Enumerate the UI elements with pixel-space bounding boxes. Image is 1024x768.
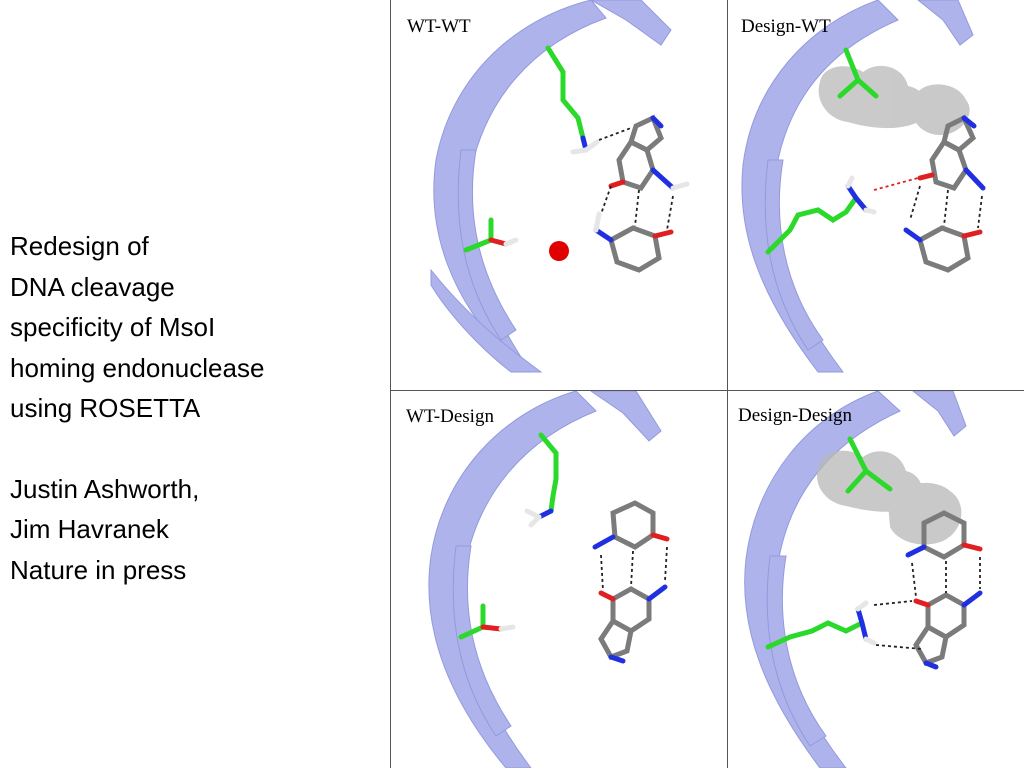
panel-label-wt-design: WT-Design [406,406,494,427]
lysine-sidechain [545,45,600,155]
panel-label-wt-wt: WT-WT [407,16,471,37]
hydrophobic-surface [816,450,962,545]
guanine-base [913,590,983,670]
guanine-base [608,114,690,191]
hydrogen-bonds [873,557,981,650]
clash-bond [873,177,919,191]
figure-grid: WT-WT [390,0,1024,768]
protein-ribbon [428,391,662,768]
cytosine-base [905,510,983,560]
arginine-sidechain [765,175,877,255]
wt-wt-structure [430,0,690,373]
title-line-4: homing endonuclease [10,352,265,383]
protein-ribbon [744,391,967,768]
panel-wt-design: WT-Design [391,391,728,768]
cytosine-base [592,500,670,550]
protein-ribbon [741,0,974,373]
author-1: Justin Ashworth, [10,473,200,504]
title-line-1: Redesign of [10,231,149,261]
wt-design-structure [428,391,670,768]
threonine-sidechain [463,217,519,253]
title-line-5: using ROSETTA [10,393,201,423]
protein-ribbon [430,0,672,373]
valine-sidechain [845,436,893,494]
panel-design-wt: Design-WT [728,0,1024,391]
hydrogen-bonds [600,546,668,592]
cytosine-base [903,225,983,273]
hydrogen-bonds [909,185,983,229]
panel-wt-wt: WT-WT [391,0,728,391]
description-text: Redesign of DNA cleavage specificity of … [10,226,380,590]
lysine-sidechain [524,432,559,528]
water-molecule [549,241,569,261]
publication-status: Nature in press [10,554,187,585]
guanine-base [598,584,668,664]
panel-design-design: Design-Design [728,391,1024,768]
arginine-sidechain [765,600,877,650]
panel-label-design-wt: Design-WT [741,16,831,37]
design-design-structure [744,391,983,768]
author-2: Jim Havranek [10,514,169,544]
design-wt-structure [741,0,986,373]
title-line-2: DNA cleavage [10,271,175,302]
spacer [10,429,380,469]
valine-sidechain [837,47,879,99]
panel-label-design-design: Design-Design [738,405,852,426]
cytosine-base [593,211,674,273]
title-line-3: specificity of MsoI [10,312,216,342]
guanine-base [917,114,986,191]
hydrogen-bonds [598,127,674,231]
threonine-sidechain [458,603,516,640]
